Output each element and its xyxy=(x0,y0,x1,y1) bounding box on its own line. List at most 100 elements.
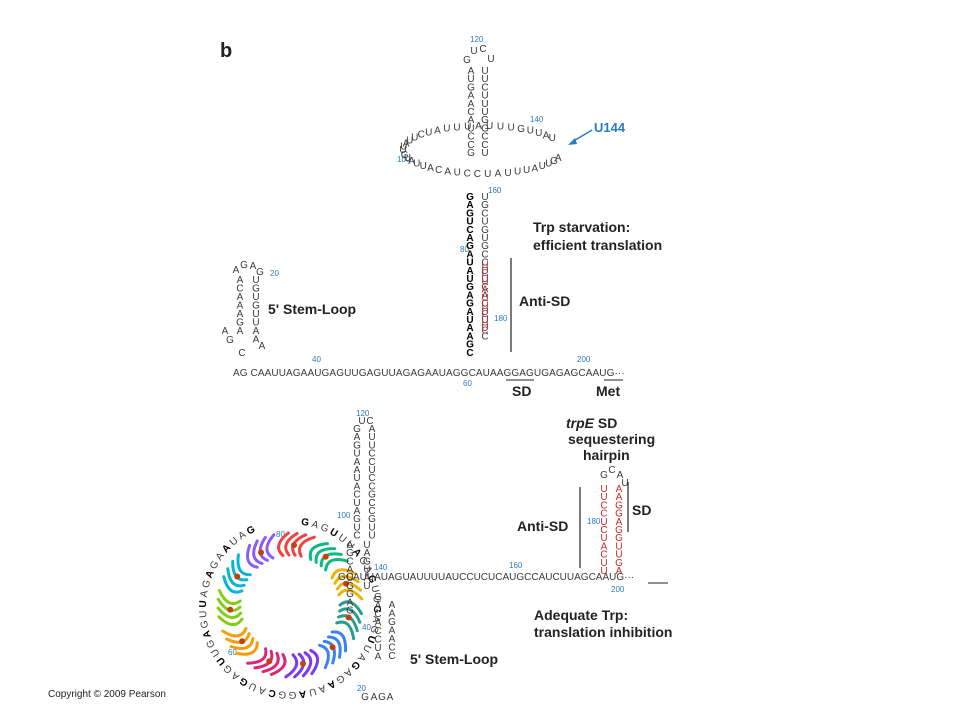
nucleotide: U xyxy=(470,46,477,57)
tryptophan-ligand xyxy=(239,638,246,645)
protein-strand xyxy=(330,568,357,580)
nucleotide: U xyxy=(360,642,373,654)
top-baseline-sequence: AG CAAUUAGAAUGAGUUGAGUUAGAGAAUAGGCAUAAGG… xyxy=(233,368,625,379)
nucleotide: A xyxy=(616,484,623,495)
nucleotide: C xyxy=(608,465,615,476)
nucleotide: A xyxy=(466,233,473,244)
nucleotide: A xyxy=(466,323,473,334)
top-number-100: 100 xyxy=(397,155,411,164)
adequate-trp-label: Adequate Trp: xyxy=(534,607,628,623)
top-stem-loop-label: 5' Stem-Loop xyxy=(268,301,356,317)
nucleotide: G xyxy=(256,267,264,278)
nucleotide: A xyxy=(237,301,244,312)
nucleotide: A xyxy=(466,266,473,277)
nucleotide: G xyxy=(615,500,623,511)
nucleotide: G xyxy=(466,192,474,203)
nucleotide: G xyxy=(365,574,378,585)
nucleotide: U xyxy=(481,317,488,328)
nucleotide: A xyxy=(298,688,307,700)
nucleotide: U xyxy=(481,260,488,271)
nucleotide: C xyxy=(388,643,395,654)
nucleotide: U xyxy=(353,473,360,484)
nucleotide: A xyxy=(468,99,475,110)
nucleotide: U xyxy=(481,323,488,334)
efficient-translation-label: efficient translation xyxy=(533,237,662,253)
protein-strand xyxy=(338,600,363,616)
nucleotide: U xyxy=(400,142,407,153)
u144-label: U144 xyxy=(594,120,626,135)
nucleotide: C xyxy=(464,169,471,180)
nucleotide: G xyxy=(615,533,623,544)
nucleotide: U xyxy=(481,315,488,326)
protein-strand xyxy=(235,641,259,656)
protein-strand xyxy=(216,606,243,620)
nucleotide: G xyxy=(466,208,474,219)
nucleotide: A xyxy=(371,692,378,703)
nucleotide: A xyxy=(387,692,394,703)
protein-strand xyxy=(229,637,255,650)
nucleotide: C xyxy=(467,140,474,151)
nucleotide: U xyxy=(443,124,450,135)
nucleotide: U xyxy=(353,449,360,460)
nucleotide: G xyxy=(368,490,376,501)
bottom-number-180: 180 xyxy=(587,517,601,526)
nucleotide: C xyxy=(467,132,474,143)
nucleotide: C xyxy=(474,169,481,180)
nucleotide: G xyxy=(374,592,382,603)
top-number-140: 140 xyxy=(530,115,544,124)
nucleotide: U xyxy=(252,318,259,329)
nucleotide: U xyxy=(621,478,628,489)
protein-strand xyxy=(308,542,329,561)
protein-strand xyxy=(314,547,337,564)
protein-strand xyxy=(335,620,356,641)
nucleotide: U xyxy=(368,522,375,533)
nucleotide: C xyxy=(368,457,375,468)
tryptophan-ligand xyxy=(345,614,352,621)
nucleotide: A xyxy=(468,66,475,77)
nucleotide: C xyxy=(481,268,488,279)
nucleotide: C xyxy=(600,500,607,511)
nucleotide: U xyxy=(198,610,209,618)
nucleotide: C xyxy=(346,556,353,567)
top-number-60: 60 xyxy=(463,379,472,388)
nucleotide: G xyxy=(199,619,211,629)
nucleotide: A xyxy=(361,564,374,575)
nucleotide: U xyxy=(247,680,258,693)
nucleotide: C xyxy=(481,208,488,219)
protein-strand xyxy=(337,588,364,601)
nucleotide: U xyxy=(252,309,259,320)
nucleotide: C xyxy=(374,609,381,620)
nucleotide: U xyxy=(453,122,460,133)
nucleotide: C xyxy=(353,531,360,542)
nucleotide: U xyxy=(486,121,493,132)
nucleotide: A xyxy=(389,600,396,611)
nucleotide: U xyxy=(497,122,504,133)
nucleotide: U xyxy=(464,121,471,132)
protein-strand xyxy=(284,653,299,679)
nucleotide: A xyxy=(347,565,354,576)
nucleotide: G xyxy=(346,606,354,617)
nucleotide: A xyxy=(201,629,214,639)
nucleotide: C xyxy=(435,165,442,176)
protein-strand xyxy=(301,651,313,678)
nucleotide: A xyxy=(253,335,260,346)
nucleotide: A xyxy=(354,506,361,517)
protein-strand xyxy=(330,630,348,653)
trp-starvation-label: Trp starvation: xyxy=(533,219,630,235)
nucleotide: A xyxy=(466,307,473,318)
bottom-number-160: 160 xyxy=(509,561,523,570)
nucleotide: A xyxy=(317,682,328,695)
nucleotide: U xyxy=(363,540,370,551)
nucleotide: U xyxy=(504,168,511,179)
nucleotide: A xyxy=(389,634,396,645)
nucleotide: A xyxy=(237,529,249,542)
protein-strand xyxy=(269,653,287,676)
nucleotide: A xyxy=(354,481,361,492)
nucleotide: U xyxy=(413,159,420,170)
copyright-notice: Copyright © 2009 Pearson xyxy=(48,689,166,700)
nucleotide: A xyxy=(616,517,623,528)
protein-strand xyxy=(265,533,276,560)
